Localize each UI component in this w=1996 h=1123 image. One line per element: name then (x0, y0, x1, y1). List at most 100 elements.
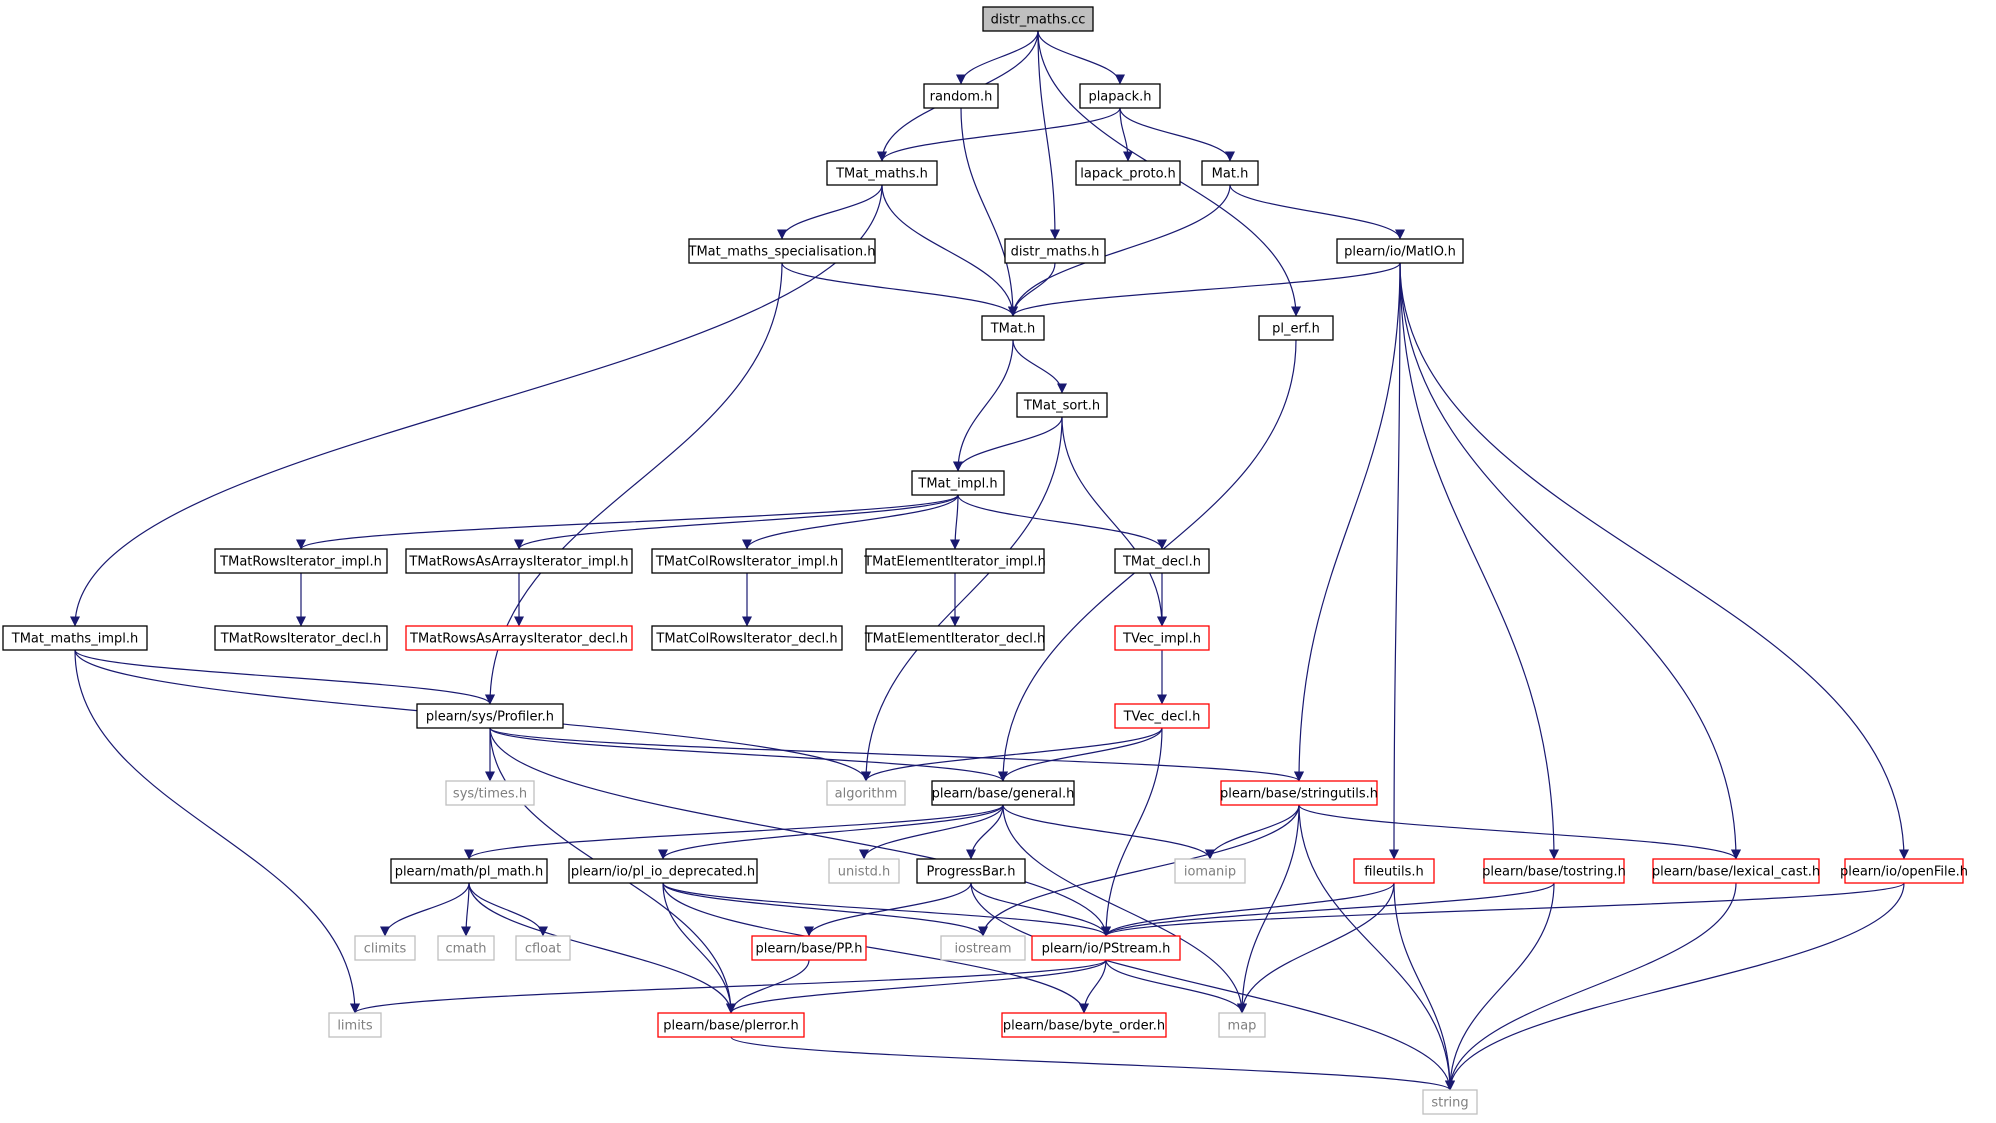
node-tmatrowsasarraysiterator-impl-h[interactable]: TMatRowsAsArraysIterator_impl.h (405, 548, 633, 574)
edge-plearn-base-plerror-h-to-string (730, 1036, 1455, 1091)
node-cmath[interactable]: cmath (437, 935, 495, 961)
edge-tvec-decl-h-to-plearn-base-general-h (998, 727, 1163, 782)
node-plearn-sys-profiler-h[interactable]: plearn/sys/Profiler.h (416, 703, 564, 729)
node-pl-erf-h[interactable]: pl_erf.h (1258, 315, 1334, 341)
node-plearn-math-pl-math-h[interactable]: plearn/math/pl_math.h (390, 858, 548, 884)
node-plearn-base-lexical-cast-h[interactable]: plearn/base/lexical_cast.h (1652, 858, 1820, 884)
edge-tvec-decl-h-to-algorithm (861, 727, 1163, 782)
node-distr-maths-h[interactable]: distr_maths.h (1004, 238, 1106, 264)
node-plearn-io-matio-h[interactable]: plearn/io/MatIO.h (1336, 238, 1464, 264)
node-label: Mat.h (1212, 167, 1249, 182)
edge-plearn-io-matio-h-to-plearn-base-lexical-cast-h (1399, 262, 1741, 860)
edge-plearn-base-stringutils-h-to-string (1298, 804, 1455, 1091)
edge-tmat-maths-h-to-tmat-h (881, 184, 1018, 317)
node-box (1201, 160, 1259, 186)
node-label: TVec_impl.h (1122, 632, 1201, 647)
node-climits[interactable]: climits (354, 935, 416, 961)
node-box (657, 1012, 805, 1038)
node-tmat-h[interactable]: TMat.h (981, 315, 1045, 341)
node-box (923, 83, 999, 109)
edge-fileutils-h-to-string (1393, 882, 1455, 1091)
node-tmat-maths-specialisation-h[interactable]: TMat_maths_specialisation.h (688, 238, 876, 264)
node-box (1220, 780, 1378, 806)
edge-progressbar-h-to-plearn-base-pp-h (804, 882, 972, 937)
edge-plearn-base-general-h-to-map (1002, 804, 1247, 1014)
node-label: TMat_impl.h (917, 477, 997, 492)
node-plapack-h[interactable]: plapack.h (1079, 83, 1161, 109)
node-tmat-decl-h[interactable]: TMat_decl.h (1114, 548, 1210, 574)
node-box (865, 548, 1045, 574)
node-label: TMatRowsAsArraysIterator_impl.h (408, 555, 628, 570)
node-plearn-base-stringutils-h[interactable]: plearn/base/stringutils.h (1220, 780, 1378, 806)
node-label: limits (337, 1019, 373, 1034)
node-box (2, 625, 148, 651)
node-plearn-base-pp-h[interactable]: plearn/base/PP.h (751, 935, 867, 961)
node-unistd-h[interactable]: unistd.h (828, 858, 900, 884)
node-box (1336, 238, 1464, 264)
node-label: distr_maths.h (1011, 245, 1100, 260)
edge-plearn-io-matio-h-to-plearn-base-stringutils-h (1294, 262, 1401, 782)
node-box (1016, 392, 1108, 418)
node-box (651, 625, 843, 651)
node-cfloat[interactable]: cfloat (515, 935, 571, 961)
edge-plearn-io-pstream-h-to-plearn-base-byte-order-h (1079, 959, 1107, 1014)
edge-plearn-sys-profiler-h-to-plearn-io-pstream-h (489, 727, 1111, 937)
edge-tmat-impl-h-to-tmatrowsasarraysiterator-impl-h (514, 494, 959, 550)
node-label: unistd.h (838, 865, 891, 880)
node-tmatrowsiterator-impl-h[interactable]: TMatRowsIterator_impl.h (214, 548, 388, 574)
node-box (865, 625, 1045, 651)
node-tmat-sort-h[interactable]: TMat_sort.h (1016, 392, 1108, 418)
node-box (916, 858, 1026, 884)
node-map[interactable]: map (1218, 1012, 1266, 1038)
node-iostream[interactable]: iostream (940, 935, 1026, 961)
node-progressbar-h[interactable]: ProgressBar.h (916, 858, 1026, 884)
node-tmatcolrowsiterator-decl-h[interactable]: TMatColRowsIterator_decl.h (651, 625, 843, 651)
node-plearn-io-pl-io-deprecated-h[interactable]: plearn/io/pl_io_deprecated.h (568, 858, 758, 884)
edge-plearn-io-openfile-h-to-string (1445, 882, 1905, 1091)
node-label: TVec_decl.h (1123, 710, 1201, 725)
node-label: TMat_maths.h (835, 167, 928, 182)
node-box (1353, 858, 1435, 884)
node-plearn-base-general-h[interactable]: plearn/base/general.h (931, 780, 1075, 806)
node-tmatrowsiterator-decl-h[interactable]: TMatRowsIterator_decl.h (214, 625, 388, 651)
node-tmat-maths-h[interactable]: TMat_maths.h (826, 160, 938, 186)
node-lapack-proto-h[interactable]: lapack_proto.h (1075, 160, 1181, 186)
edge-progressbar-h-to-string (970, 882, 1455, 1091)
node-box (911, 470, 1005, 496)
edge-plearn-sys-profiler-h-to-plearn-base-general-h (489, 727, 1008, 782)
node-tmatcolrowsiterator-impl-h[interactable]: TMatColRowsIterator_impl.h (651, 548, 843, 574)
edge-plearn-base-tostring-h-to-string (1445, 882, 1555, 1091)
node-plearn-base-plerror-h[interactable]: plearn/base/plerror.h (657, 1012, 805, 1038)
node-label: plearn/io/PStream.h (1042, 942, 1171, 957)
node-tmatelementiterator-impl-h[interactable]: TMatElementIterator_impl.h (863, 548, 1046, 574)
node-label: plearn/base/general.h (932, 787, 1075, 802)
node-distr-maths-cc[interactable]: distr_maths.cc (982, 6, 1094, 32)
node-tmatrowsasarraysiterator-decl-h[interactable]: TMatRowsAsArraysIterator_decl.h (405, 625, 633, 651)
node-limits[interactable]: limits (328, 1012, 382, 1038)
node-algorithm[interactable]: algorithm (826, 780, 906, 806)
node-sys-times-h[interactable]: sys/times.h (445, 780, 535, 806)
node-label: distr_maths.cc (991, 13, 1086, 28)
node-plearn-base-byte-order-h[interactable]: plearn/base/byte_order.h (1001, 1012, 1167, 1038)
edge-tmat-maths-impl-h-to-plearn-sys-profiler-h (74, 649, 495, 705)
node-box (445, 780, 535, 806)
node-tvec-impl-h[interactable]: TVec_impl.h (1114, 625, 1210, 651)
node-label: plearn/base/PP.h (756, 942, 863, 957)
edge-plearn-base-general-h-to-plearn-math-pl-math-h (464, 804, 1004, 860)
node-label: fileutils.h (1364, 865, 1424, 880)
node-tmatelementiterator-decl-h[interactable]: TMatElementIterator_decl.h (864, 625, 1046, 651)
node-tvec-decl-h[interactable]: TVec_decl.h (1114, 703, 1210, 729)
node-fileutils-h[interactable]: fileutils.h (1353, 858, 1435, 884)
node-plearn-io-pstream-h[interactable]: plearn/io/PStream.h (1031, 935, 1181, 961)
node-tmat-impl-h[interactable]: TMat_impl.h (911, 470, 1005, 496)
node-iomanip[interactable]: iomanip (1174, 858, 1246, 884)
node-label: plearn/base/plerror.h (663, 1019, 798, 1034)
node-plearn-base-tostring-h[interactable]: plearn/base/tostring.h (1482, 858, 1626, 884)
node-plearn-io-openfile-h[interactable]: plearn/io/openFile.h (1840, 858, 1968, 884)
node-string[interactable]: string (1422, 1089, 1478, 1115)
node-box (214, 625, 388, 651)
node-tmat-maths-impl-h[interactable]: TMat_maths_impl.h (2, 625, 148, 651)
node-random-h[interactable]: random.h (923, 83, 999, 109)
edge-distr-maths-cc-to-distr-maths-h (1037, 30, 1060, 240)
node-mat-h[interactable]: Mat.h (1201, 160, 1259, 186)
